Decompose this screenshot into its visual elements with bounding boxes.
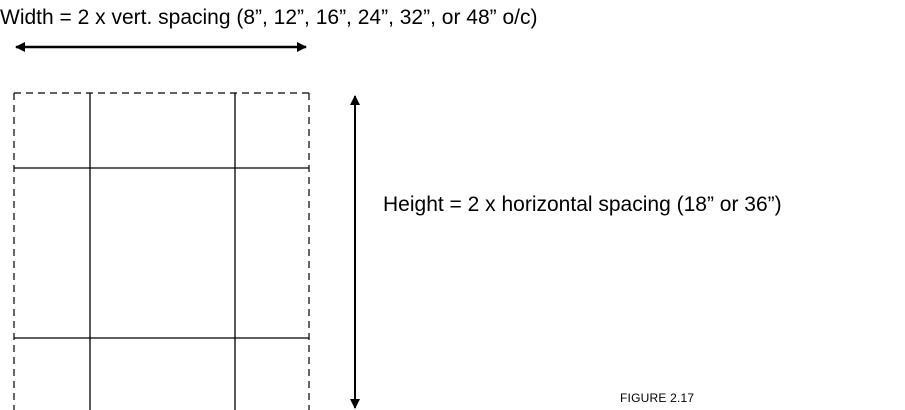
figure-caption: FIGURE 2.17 bbox=[620, 391, 695, 405]
height-label: Height = 2 x horizontal spacing (18” or … bbox=[383, 193, 782, 216]
width-label: Width = 2 x vert. spacing (8”, 12”, 16”,… bbox=[0, 6, 538, 29]
